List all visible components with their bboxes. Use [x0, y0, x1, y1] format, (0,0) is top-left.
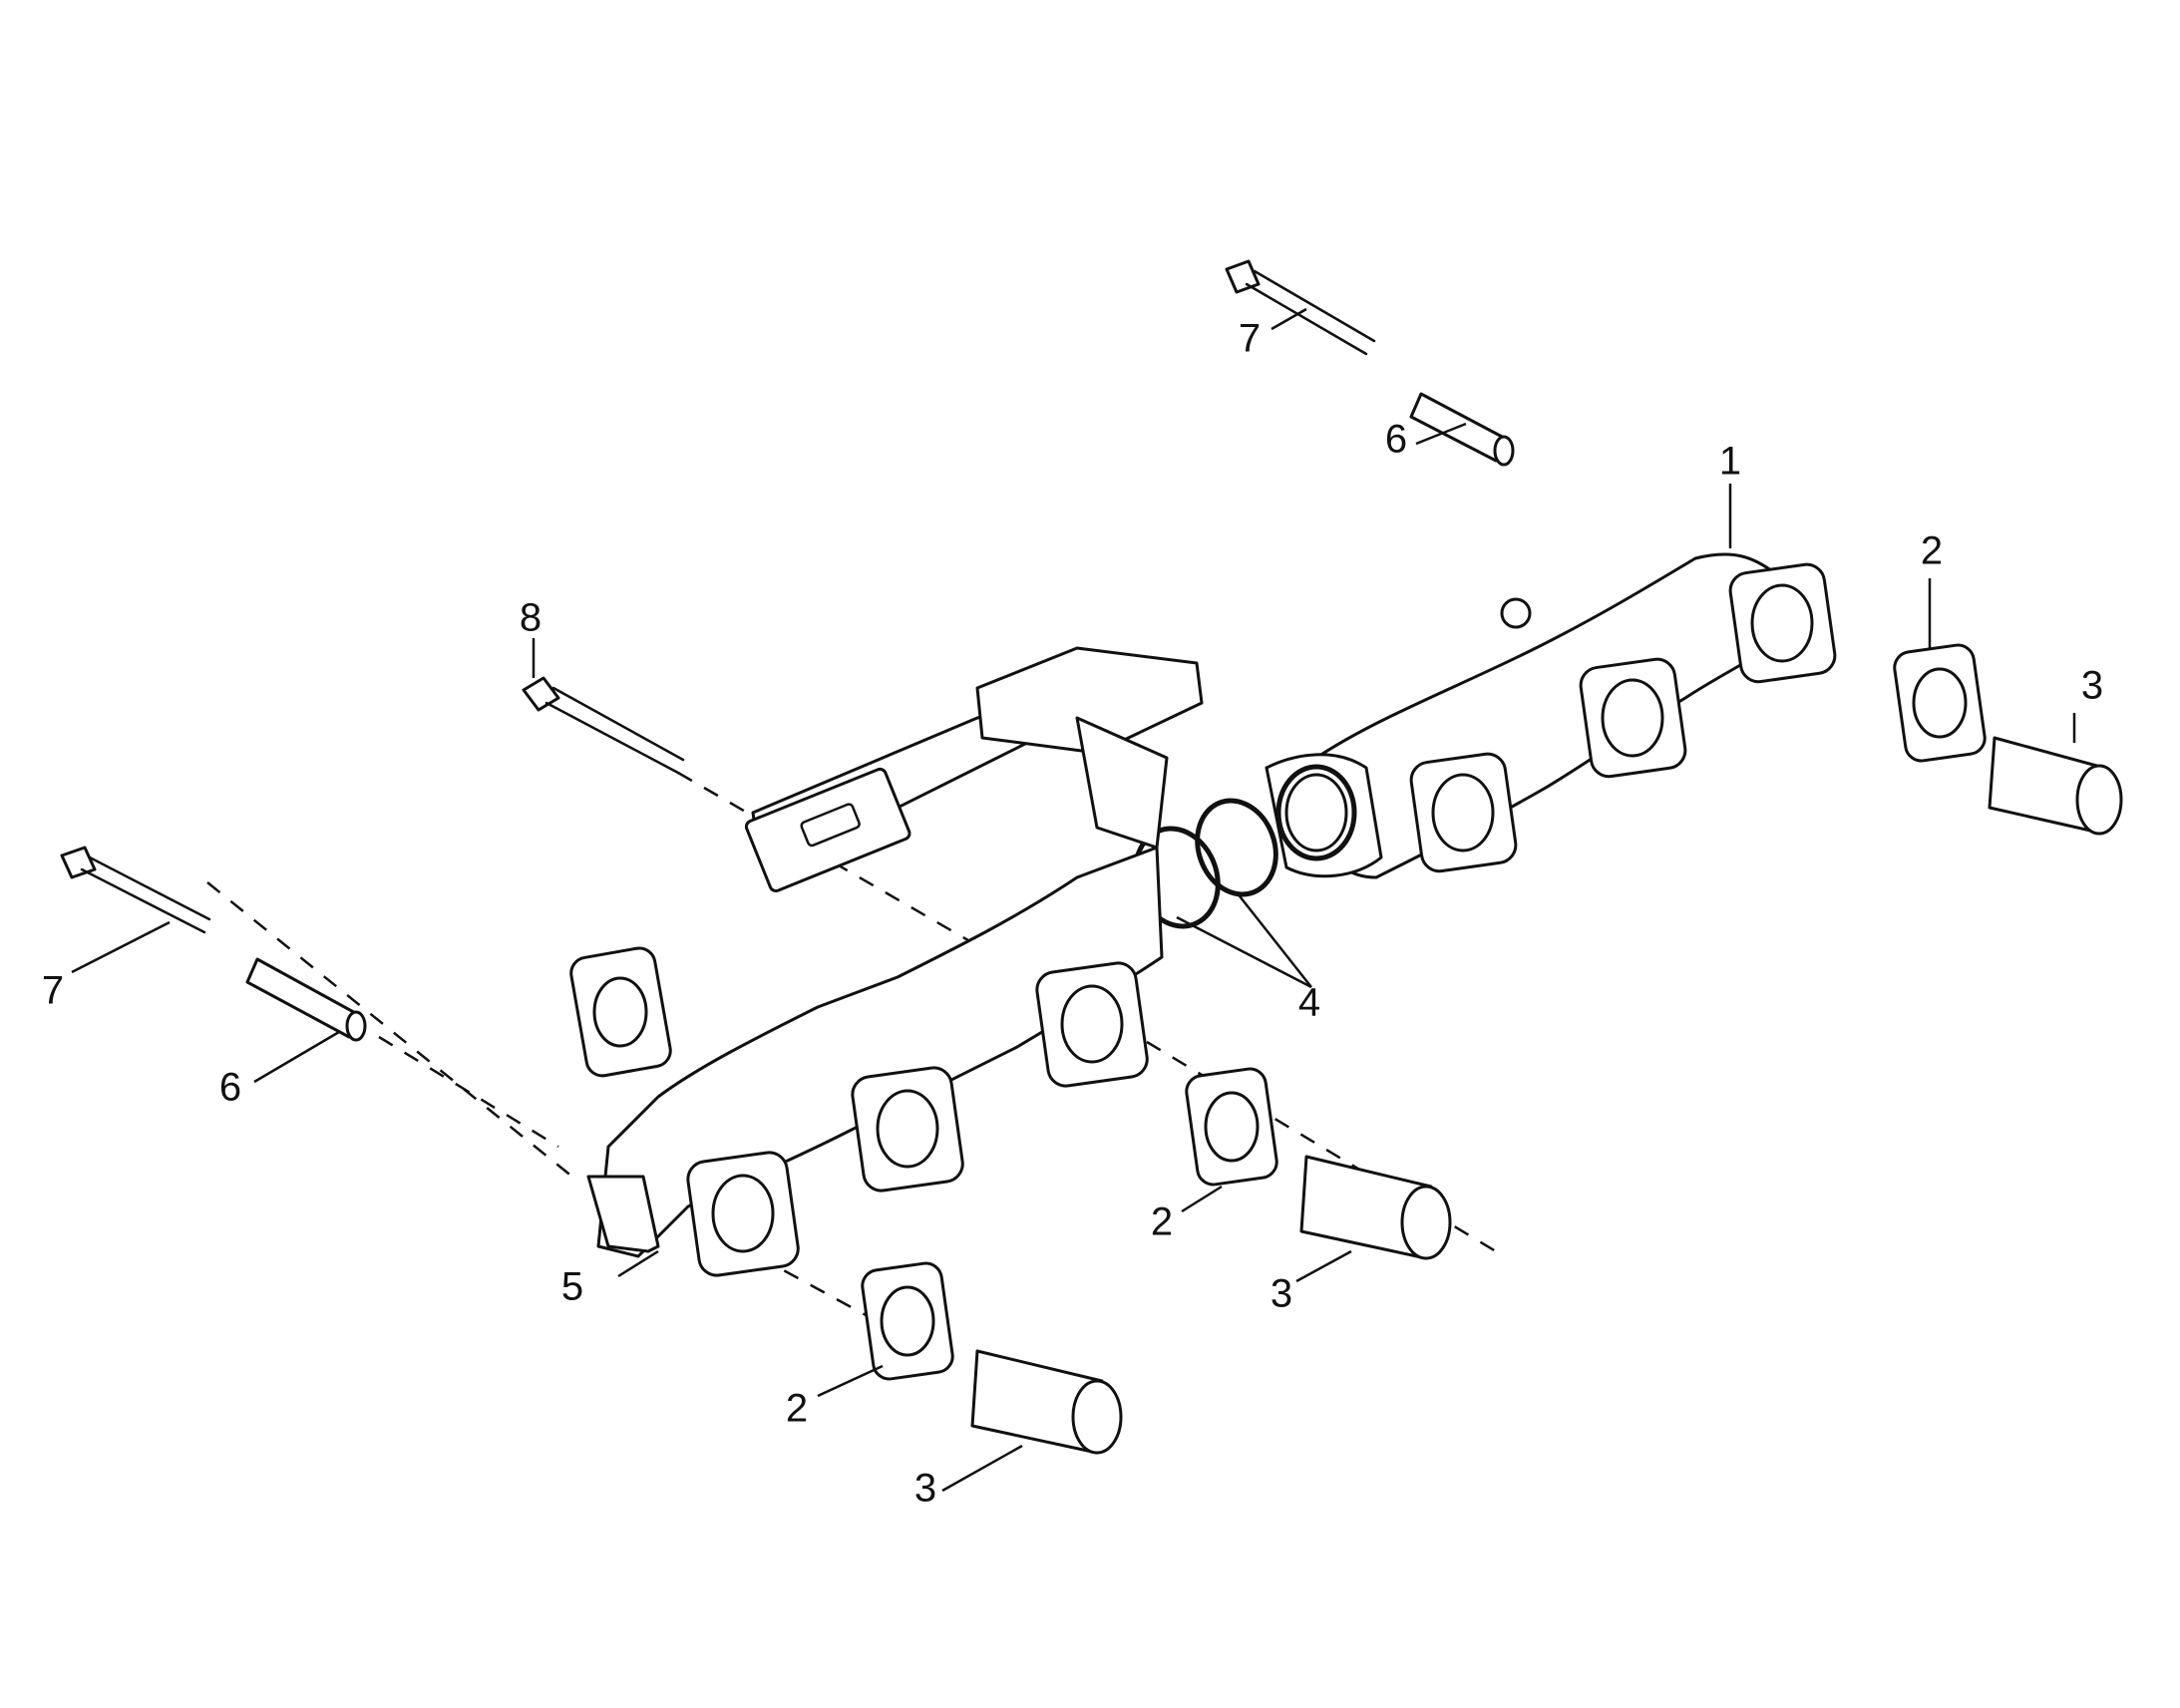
bolt-top: [1225, 259, 1376, 356]
spacer-top: [1409, 392, 1515, 467]
callout-gasket-right: 2: [1921, 529, 1943, 573]
callout-manifold-front: 5: [561, 1265, 583, 1309]
bolt-left: [60, 846, 211, 934]
callout-bolt-left: 7: [42, 969, 64, 1013]
callout-sleeve-bottom: 3: [914, 1467, 936, 1511]
gasket-middle: [1185, 1067, 1278, 1187]
sleeve-bottom: [970, 1349, 1123, 1455]
callout-long-bolt: 8: [520, 596, 542, 640]
callout-seal-rings: 4: [1298, 981, 1320, 1025]
callout-spacer-top: 6: [1385, 418, 1407, 462]
long-bolt: [522, 676, 685, 775]
callout-sleeve-middle: 3: [1271, 1272, 1292, 1316]
callout-spacer-left: 6: [219, 1066, 241, 1110]
leader-lines: [71, 307, 2076, 1493]
gasket-bottom: [861, 1261, 954, 1381]
callouts: 1 2 3 4 5 6 7 8 6 7 2 3 2 3: [42, 317, 2103, 1511]
spacer-left: [245, 957, 367, 1042]
callout-bolt-top: 7: [1239, 317, 1261, 361]
callout-gasket-middle: 2: [1151, 1200, 1173, 1244]
front-exhaust-manifold: [569, 646, 1204, 1277]
gasket-right: [1893, 643, 1987, 763]
callout-manifold-rear: 1: [1719, 440, 1741, 484]
rear-exhaust-manifold: [1265, 552, 1837, 879]
sleeve-middle: [1299, 1155, 1452, 1260]
callout-gasket-bottom: 2: [786, 1387, 808, 1431]
sleeve-right: [1988, 736, 2123, 836]
callout-sleeve-right: 3: [2081, 664, 2103, 708]
